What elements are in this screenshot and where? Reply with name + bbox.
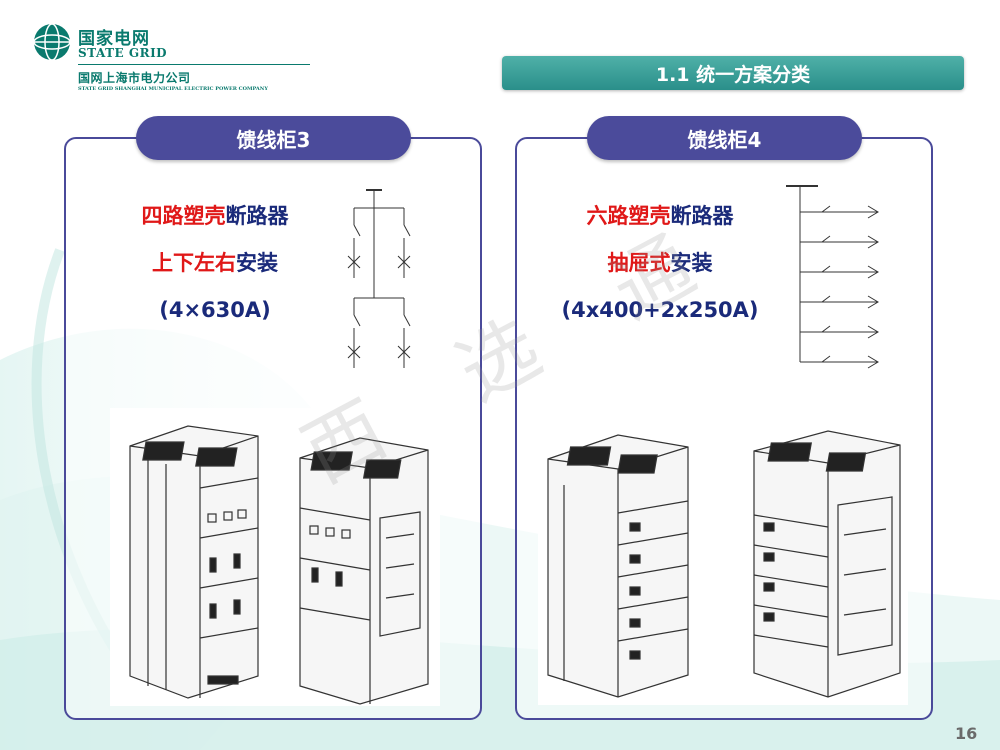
single-line-diagram-feeder-3 bbox=[340, 180, 440, 375]
spec-line2-red: 抽屉式 bbox=[607, 251, 671, 275]
spec-line2-blue: 安装 bbox=[236, 251, 278, 275]
panel-title-feeder-4: 馈线柜4 bbox=[587, 116, 862, 160]
spec-line2-blue: 安装 bbox=[670, 251, 713, 275]
spec-line1-red: 四路塑壳 bbox=[141, 204, 226, 228]
spec-line3: (4×630A) bbox=[159, 298, 271, 322]
spec-line1-blue: 断路器 bbox=[670, 204, 734, 228]
spec-line1-red: 六路塑壳 bbox=[586, 204, 671, 228]
spec-line1-blue: 断路器 bbox=[225, 204, 289, 228]
cabinet-drawing-feeder-3 bbox=[110, 408, 440, 706]
logo-subtitle-en: STATE GRID SHANGHAI MUNICIPAL ELECTRIC P… bbox=[78, 86, 268, 92]
spec-line2-red: 上下左右 bbox=[152, 251, 236, 275]
logo-subtitle-cn: 国网上海市电力公司 bbox=[78, 71, 191, 85]
cabinet-drawing-feeder-4 bbox=[538, 405, 908, 705]
globe-icon bbox=[33, 23, 71, 61]
logo-text-en: STATE GRID bbox=[78, 46, 168, 60]
page-number: 16 bbox=[955, 724, 978, 743]
logo-divider bbox=[78, 64, 310, 65]
section-title: 1.1 统一方案分类 bbox=[502, 56, 964, 90]
spec-text-feeder-3: 四路塑壳断路器 上下左右安装 (4×630A) bbox=[100, 193, 330, 334]
logo-text-cn: 国家电网 bbox=[78, 29, 150, 49]
single-line-diagram-feeder-4 bbox=[782, 178, 886, 373]
company-logo: 国家电网 STATE GRID 国网上海市电力公司 STATE GRID SHA… bbox=[32, 22, 310, 97]
spec-text-feeder-4: 六路塑壳断路器 抽屉式安装 (4x400+2x250A) bbox=[545, 193, 775, 334]
panel-title-feeder-3: 馈线柜3 bbox=[136, 116, 411, 160]
spec-line3: (4x400+2x250A) bbox=[561, 298, 759, 322]
